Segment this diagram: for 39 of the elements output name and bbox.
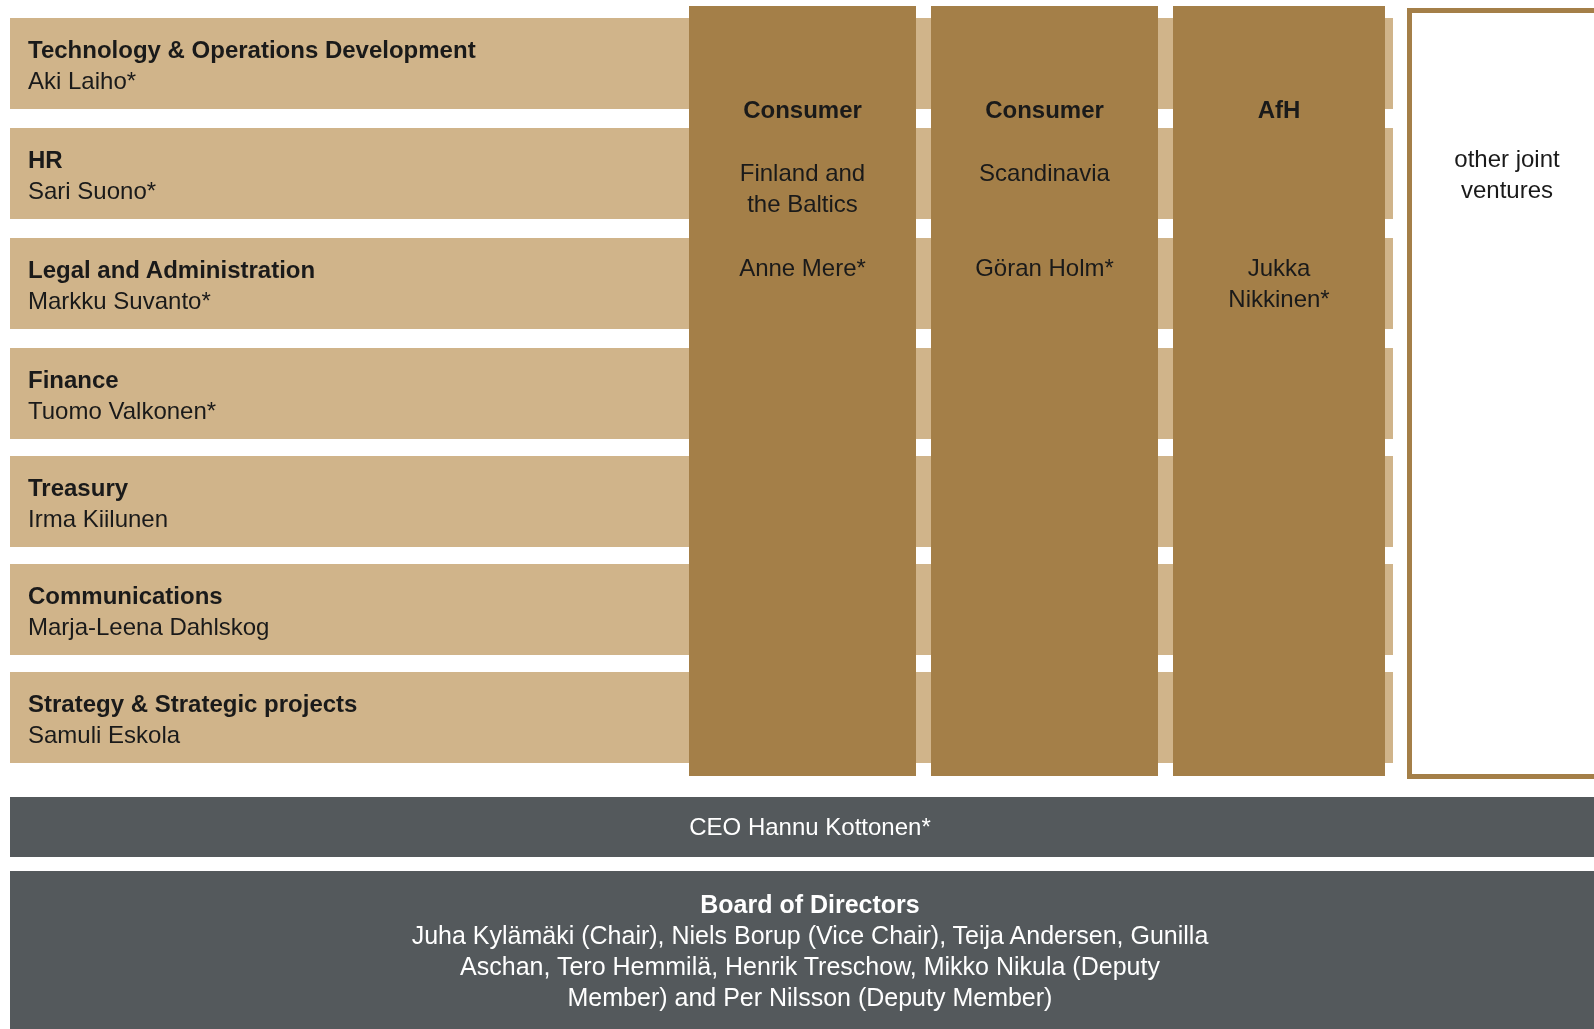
business-unit-column bbox=[931, 6, 1158, 776]
department-band bbox=[10, 348, 689, 439]
manager-name: Irma Kiilunen bbox=[28, 504, 170, 534]
department-name: Finance bbox=[28, 365, 120, 395]
department-name: Technology & Operations Development bbox=[28, 35, 477, 65]
unit-name: other joint ventures bbox=[1453, 144, 1561, 205]
ceo-name: CEO Hannu Kottonen* bbox=[689, 813, 931, 841]
manager-name: Tuomo Valkonen* bbox=[28, 396, 218, 426]
manager-name: Samuli Eskola bbox=[28, 720, 182, 750]
region-name: Finland and the Baltics bbox=[738, 158, 867, 219]
ceo-bar bbox=[10, 797, 1594, 857]
department-name: Communications bbox=[28, 581, 224, 611]
business-unit-column bbox=[689, 6, 916, 776]
unit-name: AfH bbox=[1256, 95, 1302, 125]
department-name: Strategy & Strategic projects bbox=[28, 689, 359, 719]
department-band bbox=[10, 238, 689, 329]
department-band bbox=[10, 128, 689, 219]
department-band bbox=[10, 456, 689, 547]
board-panel bbox=[10, 871, 1594, 1029]
manager-name: Sari Suono* bbox=[28, 176, 158, 206]
region-name: Scandinavia bbox=[978, 158, 1111, 188]
department-band bbox=[10, 672, 689, 763]
department-name: Treasury bbox=[28, 473, 130, 503]
department-band bbox=[10, 564, 689, 655]
manager-name: Anne Mere* bbox=[738, 253, 867, 283]
manager-name: Markku Suvanto* bbox=[28, 286, 212, 316]
department-name: Legal and Administration bbox=[28, 255, 317, 285]
business-unit-column bbox=[1173, 6, 1385, 776]
joint-venture-box bbox=[1407, 8, 1594, 779]
manager-name: Aki Laiho* bbox=[28, 66, 138, 96]
unit-name: Consumer bbox=[742, 95, 863, 125]
manager-name: Marja-Leena Dahlskog bbox=[28, 612, 271, 642]
board-members: Juha Kylämäki (Chair), Niels Borup (Vice Chair), Teija Andersen, Gunilla Aschan, Tero Hemmilä, Henrik Treschow, Mikko Nikula (Deputy Member) and Per Nilsson (Deputy Member) bbox=[410, 920, 1210, 1013]
unit-name: Consumer bbox=[984, 95, 1105, 125]
department-name: HR bbox=[28, 145, 64, 175]
board-title: Board of Directors bbox=[699, 889, 921, 920]
department-band bbox=[10, 18, 689, 109]
manager-name: Göran Holm* bbox=[974, 253, 1115, 283]
region-name: Jukka Nikkinen* bbox=[1227, 253, 1331, 314]
